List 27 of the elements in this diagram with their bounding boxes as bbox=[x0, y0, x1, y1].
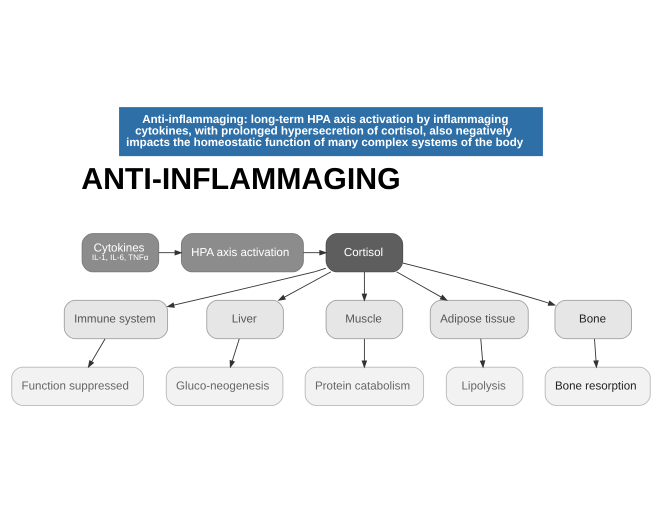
arrow bbox=[158, 250, 183, 256]
node-box: Liver bbox=[206, 300, 284, 340]
arrow bbox=[362, 338, 368, 368]
node-box: Cortisol bbox=[326, 233, 404, 272]
diagram-title: Anti-inflammaging: long-term HPA axis activation by inflammaging cytokines, with prolonged hypersecretion of cortisol, also negatively impacts the homeostatic function of many complex systems of the body bbox=[126, 114, 524, 150]
node-box: Protein catabolism bbox=[304, 366, 424, 406]
node-box: Adipose tissue bbox=[430, 300, 529, 340]
arrow bbox=[88, 338, 106, 368]
node-box: Lipolysis bbox=[446, 366, 524, 406]
arrow bbox=[402, 262, 556, 306]
node-box: Cytokines IL-1, IL-6, TNFα bbox=[82, 233, 160, 272]
node-box: Immune system bbox=[64, 300, 168, 340]
node-box: Function suppressed bbox=[11, 366, 144, 406]
arrow bbox=[230, 338, 240, 368]
arrow bbox=[593, 338, 599, 368]
label: ANTI-INFLAMMAGING bbox=[81, 163, 401, 196]
arrow bbox=[278, 271, 332, 301]
arrow bbox=[362, 272, 368, 302]
node-box: Muscle bbox=[326, 300, 404, 340]
node-box: HPA axis activation bbox=[180, 233, 304, 272]
arrow bbox=[480, 338, 486, 368]
arrow bbox=[166, 268, 326, 308]
node-box: Bone resorption bbox=[544, 366, 651, 406]
arrow bbox=[396, 271, 448, 301]
node-box: Gluco-neogenesis bbox=[166, 366, 284, 406]
node-box: Bone bbox=[554, 300, 632, 340]
arrow bbox=[302, 250, 328, 256]
